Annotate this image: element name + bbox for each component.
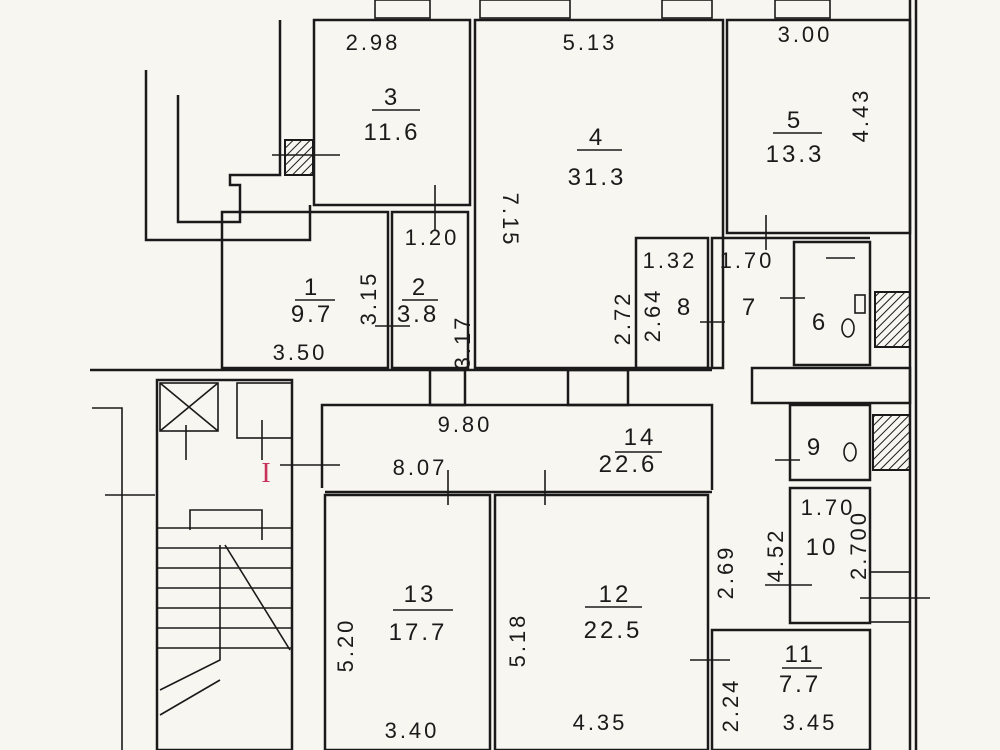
dim-r13-width: 3.40 [385,718,440,743]
dim-r14-inner: 8.07 [393,455,448,480]
room-12-area: 22.5 [584,617,643,644]
dim-r12-width: 4.35 [573,710,628,735]
dim-corridor-b: 4.52 [763,528,788,583]
room-10-number: 10 [806,534,839,561]
dim-r12-depth: 5.18 [505,613,530,668]
dim-r5-depth: 4.43 [848,88,873,143]
dim-r4-lower: 2.72 [610,291,635,346]
dim-corridor-a: 2.69 [713,545,738,600]
stairs [157,509,292,716]
room-8-number: 8 [677,294,693,321]
dim-r8-depth: 2.64 [640,288,665,343]
room-7-number: 7 [742,294,758,321]
dim-r1-width: 3.50 [273,340,328,365]
walls [90,0,930,750]
room-12-number: 12 [599,581,632,608]
room-6-number: 6 [812,309,828,336]
room-3-number: 3 [384,84,400,111]
dim-r10-width: 1.70 [801,495,856,520]
dimension-labels: 2.98 5.13 3.00 4.43 7.15 1.20 3.15 3.17 … [273,22,873,743]
room-1-area: 9.7 [291,301,333,328]
dim-r4-width: 5.13 [563,30,618,55]
elevator-shaft [159,382,219,432]
room-13-number: 13 [404,581,437,608]
chimney-shaft [284,139,314,176]
room-labels: 1 9.7 2 3.8 3 11.6 4 31.3 5 13.3 6 7 8 9… [291,84,839,698]
dim-r14-length: 9.80 [438,412,493,437]
dim-r5-width: 3.00 [778,22,833,47]
dim-r11-width: 3.45 [783,710,838,735]
dim-r1-depth: 3.15 [356,271,381,326]
dim-r13-depth: 5.20 [333,618,358,673]
room-4-number: 4 [589,124,605,151]
room-13-area: 17.7 [389,619,448,646]
dim-r10-depth: 2.700 [846,510,871,580]
dim-r2-width: 1.20 [405,225,460,250]
room-9-number: 9 [807,434,823,461]
room-14-number: 14 [624,424,657,451]
room-3-area: 11.6 [364,119,421,146]
room-11-number: 11 [785,641,816,668]
dim-r2-depth: 3.17 [450,315,475,370]
dim-r7-width: 1.70 [720,248,775,273]
room-5-area: 13.3 [766,141,825,168]
room-11-area: 7.7 [779,671,821,698]
toilet-icon [841,318,855,338]
room-2-number: 2 [412,274,428,301]
dim-r3-width: 2.98 [346,30,401,55]
room-1-number: 1 [304,274,320,301]
dim-r8-width: 1.32 [643,248,698,273]
entrance-marker: I [261,458,270,489]
dim-r11-depth: 2.24 [718,678,743,733]
dim-r4-depth: 7.15 [498,193,523,248]
room-4-area: 31.3 [568,164,627,191]
room-5-number: 5 [787,107,803,134]
room-14-area: 22.6 [599,451,658,478]
room-2-area: 3.8 [397,301,439,328]
